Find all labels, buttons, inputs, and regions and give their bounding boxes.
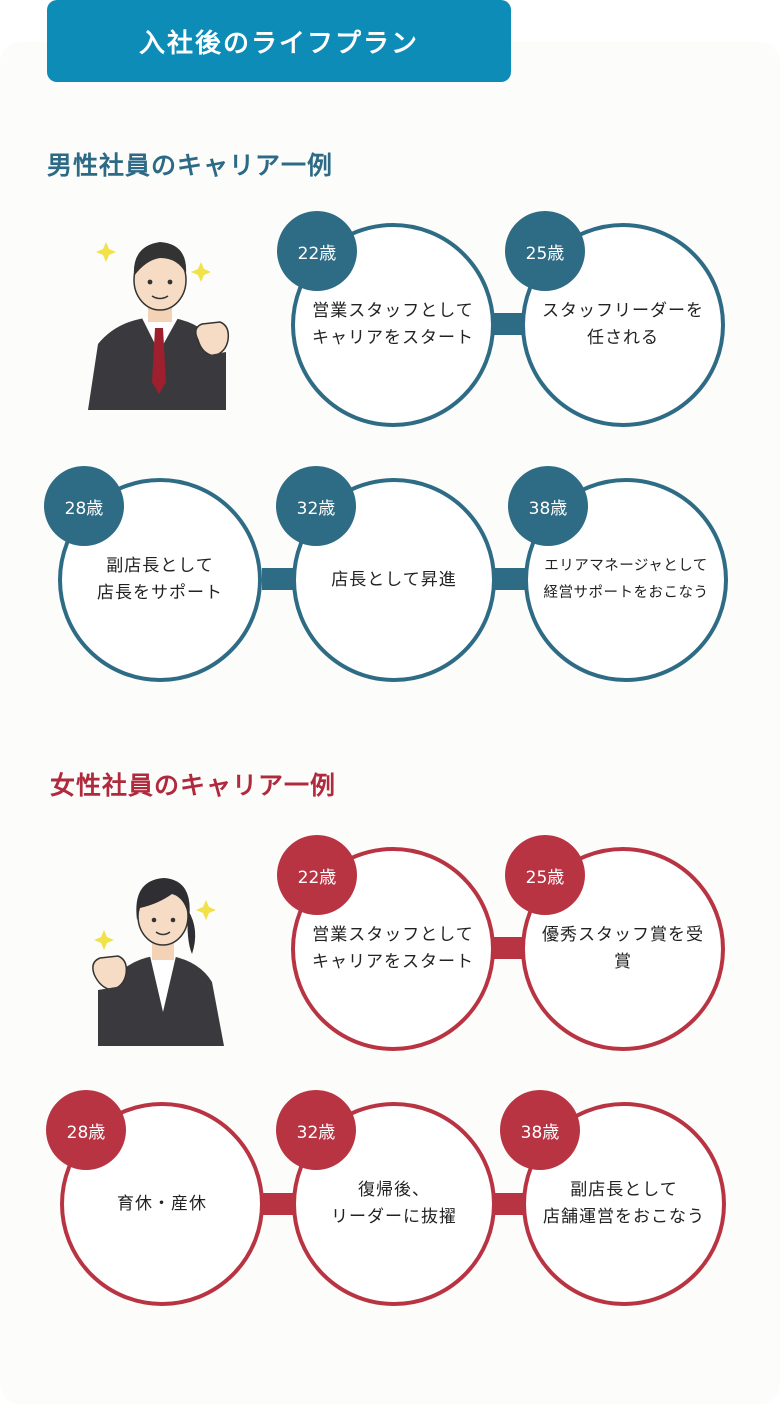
sparkle-icon — [196, 900, 216, 920]
female-age-badge-32: 32歳 — [276, 1090, 356, 1170]
female-connector-3 — [495, 1193, 529, 1215]
male-connector-1 — [492, 313, 526, 335]
female-connector-2 — [262, 1193, 296, 1215]
sparkle-icon — [94, 930, 114, 950]
businessman-illustration — [88, 242, 230, 410]
male-age-badge-22: 22歳 — [277, 211, 357, 291]
male-age-badge-32: 32歳 — [276, 466, 356, 546]
male-section-title: 男性社員のキャリア一例 — [47, 151, 334, 180]
female-section-title: 女性社員のキャリア一例 — [50, 771, 337, 800]
male-step-32-circle: 店長として昇進 — [292, 478, 496, 682]
female-age-badge-28: 28歳 — [46, 1090, 126, 1170]
sparkle-icon — [96, 242, 116, 262]
female-connector-1 — [492, 937, 526, 959]
male-connector-2 — [262, 568, 296, 590]
female-age-badge-25: 25歳 — [505, 835, 585, 915]
male-connector-3 — [495, 568, 529, 590]
male-age-badge-28: 28歳 — [44, 466, 124, 546]
female-step-22-circle: 営業スタッフとして キャリアをスタート — [291, 847, 495, 1051]
male-age-badge-25: 25歳 — [505, 211, 585, 291]
female-age-badge-38: 38歳 — [500, 1090, 580, 1170]
sparkle-icon — [191, 262, 211, 282]
businesswoman-illustration — [92, 878, 224, 1046]
male-age-badge-38: 38歳 — [508, 466, 588, 546]
female-age-badge-22: 22歳 — [277, 835, 357, 915]
page-title-banner: 入社後のライフプラン — [47, 0, 511, 82]
